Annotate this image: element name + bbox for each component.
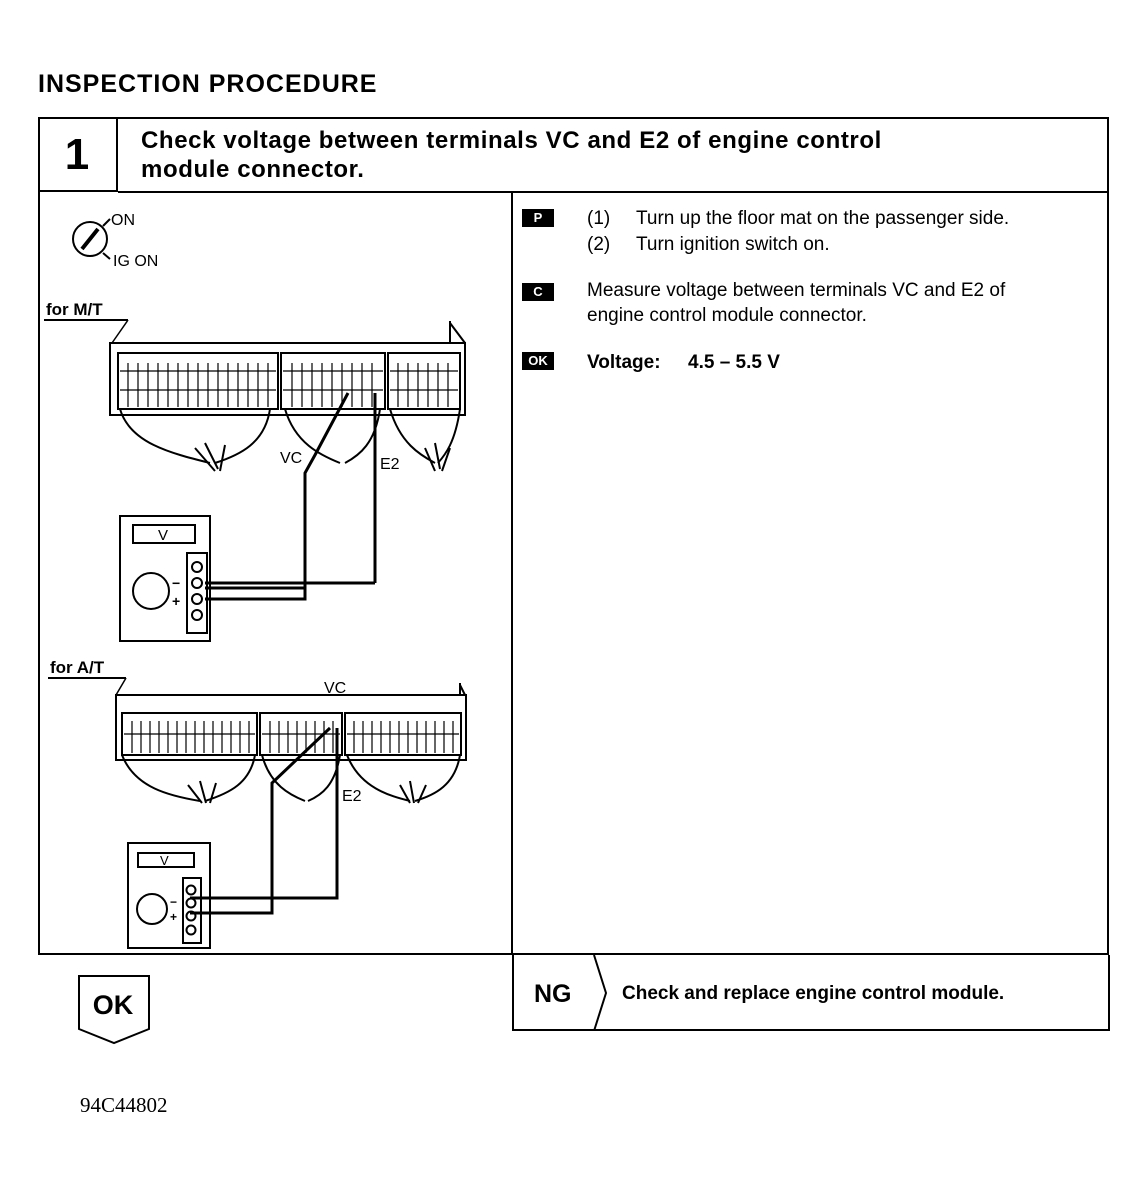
ok-result-label: OK xyxy=(92,990,134,1020)
prep-step-1-num: (1) xyxy=(587,208,611,229)
section-heading: INSPECTION PROCEDURE xyxy=(38,70,378,98)
mt-meter-plus: + xyxy=(172,593,180,609)
ignition-ig-on-label: IG ON xyxy=(113,253,158,270)
ok-arrow-icon xyxy=(78,975,150,1045)
at-e2-label: E2 xyxy=(342,788,362,805)
check-line-2: engine control module connector. xyxy=(587,305,867,326)
at-meter-minus: − xyxy=(170,895,177,909)
ng-result-box xyxy=(512,955,1110,1031)
at-voltmeter xyxy=(127,842,211,949)
wiring-illustration: ON IG ON for M/T VC E2 xyxy=(44,212,467,949)
title-divider xyxy=(118,191,1109,193)
check-tag: C xyxy=(522,283,554,301)
step-number: 1 xyxy=(38,117,118,192)
step-title-line-1: Check voltage between terminals VC and E… xyxy=(141,127,882,154)
figure-code: 94C44802 xyxy=(80,1093,168,1117)
step-title-line-2: module connector. xyxy=(141,156,365,183)
ok-tag: OK xyxy=(522,352,554,370)
prep-step-2-num: (2) xyxy=(587,234,611,255)
at-vc-label: VC xyxy=(324,680,346,697)
prep-step-1-text: Turn up the floor mat on the passenger s… xyxy=(636,208,1010,229)
mt-label: for M/T xyxy=(46,300,103,319)
at-meter-v: V xyxy=(160,853,169,868)
mt-voltmeter xyxy=(119,515,211,642)
at-label: for A/T xyxy=(50,658,105,677)
mt-e2-label: E2 xyxy=(380,456,400,473)
prep-step-2-text: Turn ignition switch on. xyxy=(636,234,830,255)
voltage-value: 4.5 – 5.5 V xyxy=(688,352,780,373)
ng-chevron-icon xyxy=(593,955,608,1031)
prep-tag: P xyxy=(522,209,554,227)
step-title: Check voltage between terminals VC and E… xyxy=(141,126,1081,184)
voltage-label: Voltage: xyxy=(587,352,661,373)
at-probe-leads xyxy=(190,726,339,915)
ng-result-label: NG xyxy=(534,980,572,1008)
at-meter-plus: + xyxy=(170,910,177,924)
step-frame xyxy=(38,117,1109,955)
ignition-switch-icon xyxy=(72,218,111,260)
ng-action-text: Check and replace engine control module. xyxy=(622,983,1005,1004)
at-connector xyxy=(115,683,467,804)
mt-meter-minus: − xyxy=(172,575,180,591)
check-line-1: Measure voltage between terminals VC and… xyxy=(587,280,1006,301)
mt-connector xyxy=(109,321,466,472)
mt-probe-leads xyxy=(205,392,377,601)
column-divider xyxy=(511,193,513,955)
ignition-on-label: ON xyxy=(111,212,135,229)
mt-meter-v: V xyxy=(158,527,168,544)
mt-vc-label: VC xyxy=(280,450,302,467)
